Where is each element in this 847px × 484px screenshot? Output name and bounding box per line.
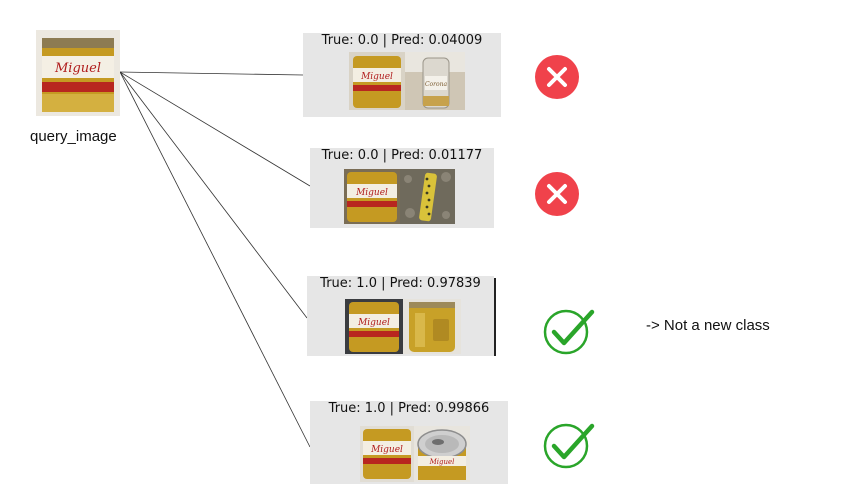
result-title-3: True: 1.0 | Pred: 0.97839 — [320, 276, 481, 291]
result-3-left-image: Miguel — [345, 299, 403, 354]
check-circle-icon — [542, 418, 596, 470]
result-panel-4: True: 1.0 | Pred: 0.99866 Miguel Miguel — [310, 401, 508, 484]
connector-line-4 — [119, 71, 311, 448]
connector-line-1 — [119, 71, 304, 76]
connector-line-2 — [119, 71, 311, 187]
svg-text:Miguel: Miguel — [360, 72, 393, 82]
query-image: Miguel — [36, 30, 120, 116]
svg-text:Miguel: Miguel — [355, 188, 388, 198]
result-panel-3: True: 1.0 | Pred: 0.97839 Miguel — [307, 276, 494, 356]
opened-can-top-image: Miguel — [414, 426, 470, 482]
cross-circle-icon — [534, 171, 580, 217]
result-2-left-image: Miguel — [344, 169, 400, 224]
cross-circle-icon — [534, 54, 580, 100]
result-1-left-image: Miguel — [349, 52, 405, 110]
svg-text:Miguel: Miguel — [370, 445, 403, 455]
svg-text:Miguel: Miguel — [429, 458, 455, 466]
result-panel-1: True: 0.0 | Pred: 0.04009 Miguel Corona — [303, 33, 501, 117]
check-circle-icon — [542, 304, 596, 356]
new-class-note: -> Not a new class — [646, 317, 770, 334]
panel-3-divider — [494, 278, 496, 356]
result-panel-2: True: 0.0 | Pred: 0.01177 Miguel — [310, 148, 494, 228]
glass-bottle-image: Corona — [405, 52, 465, 110]
result-4-left-image: Miguel — [360, 426, 414, 482]
result-2-right-image — [400, 169, 455, 224]
beer-can-image: Miguel — [360, 426, 414, 482]
result-3-right-image — [403, 299, 461, 354]
result-1-right-image: Corona — [405, 52, 465, 110]
result-title-1: True: 0.0 | Pred: 0.04009 — [321, 33, 483, 48]
query-image-label: query_image — [30, 128, 117, 145]
connector-line-3 — [119, 71, 308, 319]
svg-text:Corona: Corona — [425, 81, 448, 88]
patterned-object-image — [400, 169, 455, 224]
svg-text:Miguel: Miguel — [357, 318, 390, 328]
beer-can-image: Miguel — [349, 52, 405, 110]
result-title-4: True: 1.0 | Pred: 0.99866 — [328, 401, 490, 416]
beer-can-image: Miguel — [344, 169, 400, 224]
beer-can-image — [403, 299, 461, 354]
result-title-2: True: 0.0 | Pred: 0.01177 — [321, 148, 483, 163]
result-4-right-image: Miguel — [414, 426, 470, 482]
beer-can-image: Miguel — [36, 30, 120, 116]
beer-can-image: Miguel — [345, 299, 403, 354]
svg-text:Miguel: Miguel — [54, 61, 101, 76]
